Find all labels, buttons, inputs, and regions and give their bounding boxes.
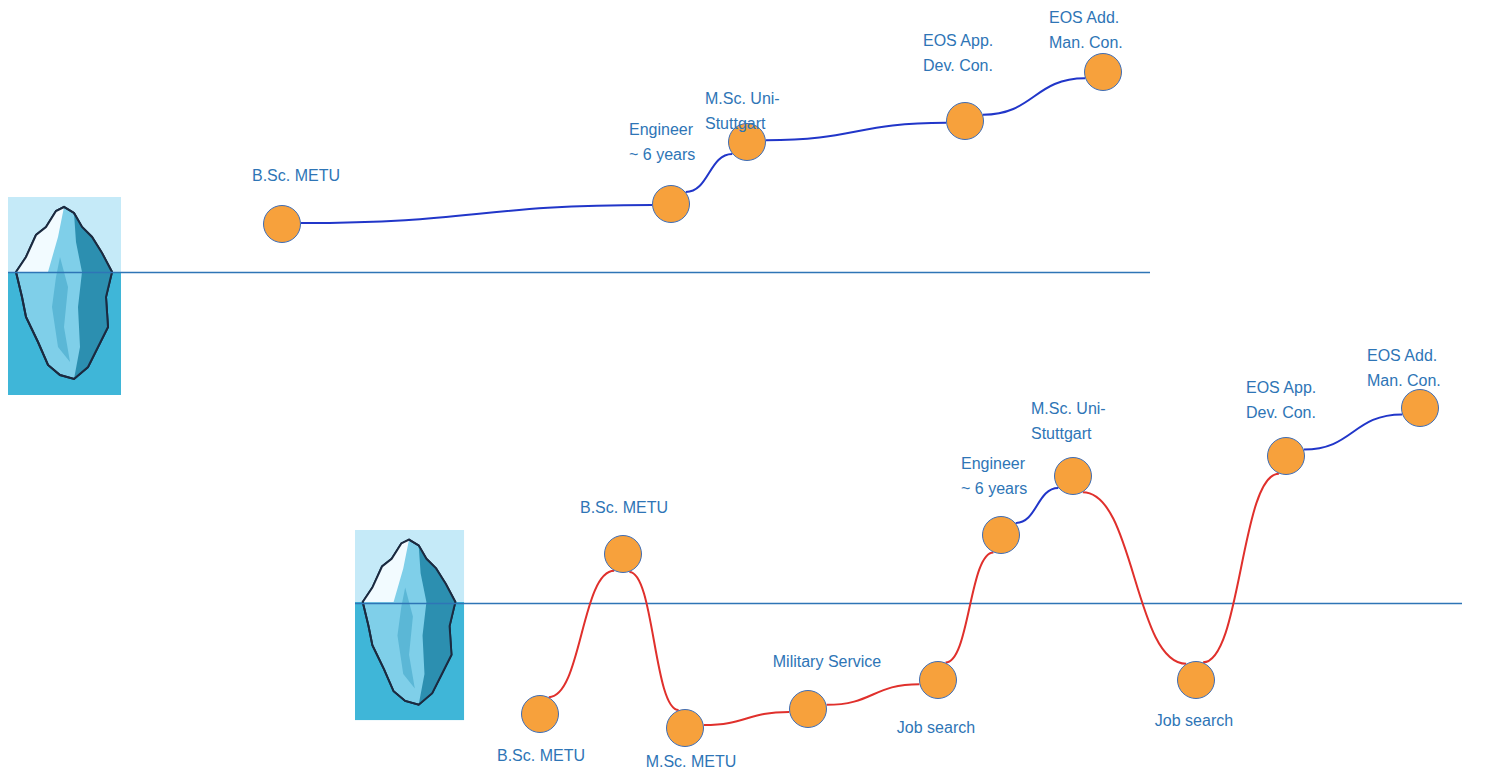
milestone-label: B.Sc. METU	[580, 495, 668, 520]
milestone-label: B.Sc. METU	[497, 743, 585, 768]
milestone-label: EOS App. Dev. Con.	[923, 28, 1013, 78]
timeline-connector	[766, 123, 946, 140]
milestone-circle: Job search	[919, 661, 957, 699]
milestone-label: M.Sc. METU	[646, 749, 737, 773]
milestone-circle: M.Sc. Uni-Stuttgart	[728, 123, 766, 161]
milestone-circle: Job search	[1177, 661, 1215, 699]
timeline-connector	[549, 571, 615, 697]
milestone-label: M.Sc. Uni-Stuttgart	[1031, 396, 1136, 446]
milestone-circle: EOS Add. Man. Con.	[1401, 389, 1439, 427]
milestone-label: Engineer ~ 6 years	[961, 451, 1035, 501]
milestone-circle: Engineer ~ 6 years	[982, 516, 1020, 554]
milestone-circle: EOS Add. Man. Con.	[1084, 53, 1122, 91]
timeline-connector	[629, 572, 678, 710]
milestone-circle: B.Sc. METU	[604, 535, 642, 573]
milestone-label: Engineer ~ 6 years	[629, 117, 703, 167]
milestone-label: B.Sc. METU	[252, 163, 340, 188]
milestone-label: M.Sc. Uni-Stuttgart	[705, 86, 810, 136]
milestone-circle: M.Sc. Uni-Stuttgart	[1054, 457, 1092, 495]
milestone-circle: B.Sc. METU	[263, 205, 301, 243]
timeline-connector	[1083, 492, 1186, 663]
iceberg-icon	[8, 197, 121, 395]
timeline-connector	[1304, 414, 1402, 449]
milestone-label: Military Service	[773, 649, 881, 674]
milestone-label: Job search	[897, 715, 975, 740]
milestone-label: EOS Add. Man. Con.	[1049, 5, 1139, 55]
milestone-label: Job search	[1155, 708, 1233, 733]
milestone-circle: EOS App. Dev. Con.	[1267, 437, 1305, 475]
milestone-circle: EOS App. Dev. Con.	[946, 102, 984, 140]
timeline-connector	[946, 552, 994, 662]
timeline-connector	[827, 684, 920, 705]
milestone-circle: Engineer ~ 6 years	[652, 185, 690, 223]
milestone-label: EOS App. Dev. Con.	[1246, 375, 1336, 425]
iceberg-icon	[355, 530, 464, 720]
milestone-label: EOS Add. Man. Con.	[1367, 343, 1457, 393]
milestone-circle: B.Sc. METU	[521, 695, 559, 733]
milestone-circle: M.Sc. METU	[666, 709, 704, 747]
milestone-circle: Military Service	[789, 690, 827, 728]
waterline	[355, 603, 1462, 604]
timeline-connector	[301, 205, 652, 223]
waterline	[8, 272, 1150, 273]
timeline-connector	[1203, 474, 1279, 663]
connector-layer	[301, 78, 1402, 725]
timeline-connector	[704, 712, 789, 725]
timeline-connector	[983, 78, 1085, 114]
